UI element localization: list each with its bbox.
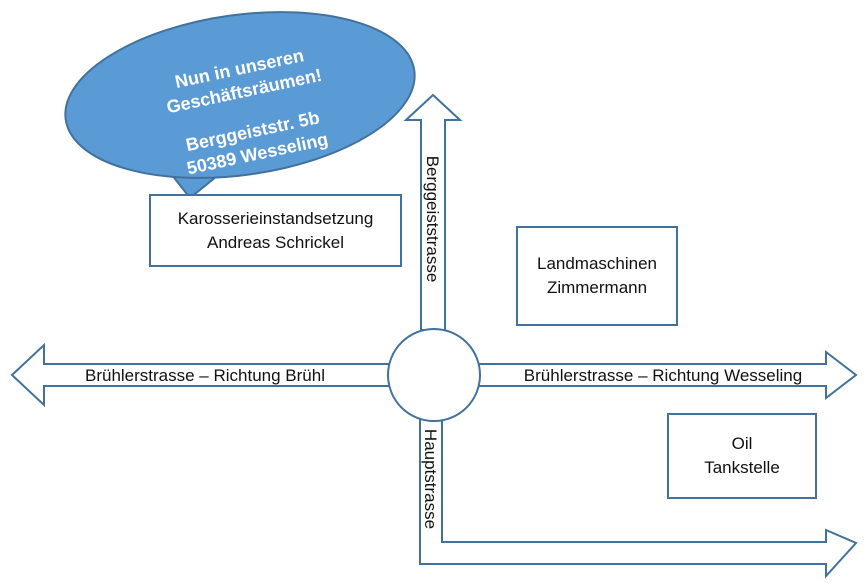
road-south-arrow — [419, 417, 858, 579]
speech-bubble: Nun in unseren Geschäftsräumen! Berggeis… — [64, 11, 416, 200]
place-karosserie: Karosserieinstandsetzung Andreas Schrick… — [149, 194, 402, 267]
speech-bubble-body — [64, 11, 416, 179]
road-south-label: Hauptstrasse — [421, 429, 440, 529]
tankstelle-line-2: Tankstelle — [704, 458, 780, 477]
road-west-label: Brühlerstrasse – Richtung Brühl — [85, 366, 325, 385]
karosserie-line-1: Karosserieinstandsetzung — [177, 208, 374, 228]
road-north-label: Berggeiststrasse — [423, 156, 442, 283]
place-landmaschinen: Landmaschinen Zimmermann — [516, 226, 678, 326]
tankstelle-line-1: Oil — [731, 434, 753, 453]
landmaschinen-line-2: Zimmermann — [546, 278, 648, 297]
road-north-arrow — [403, 93, 463, 331]
roundabout — [387, 328, 481, 422]
place-tankstelle: Oil Tankstelle — [667, 413, 817, 499]
landmaschinen-line-1: Landmaschinen — [536, 254, 658, 273]
karosserie-line-2: Andreas Schrickel — [206, 232, 344, 252]
road-east-label: Brühlerstrasse – Richtung Wesseling — [524, 366, 802, 385]
road-east-arrow — [478, 349, 858, 401]
road-west-arrow — [10, 342, 390, 408]
